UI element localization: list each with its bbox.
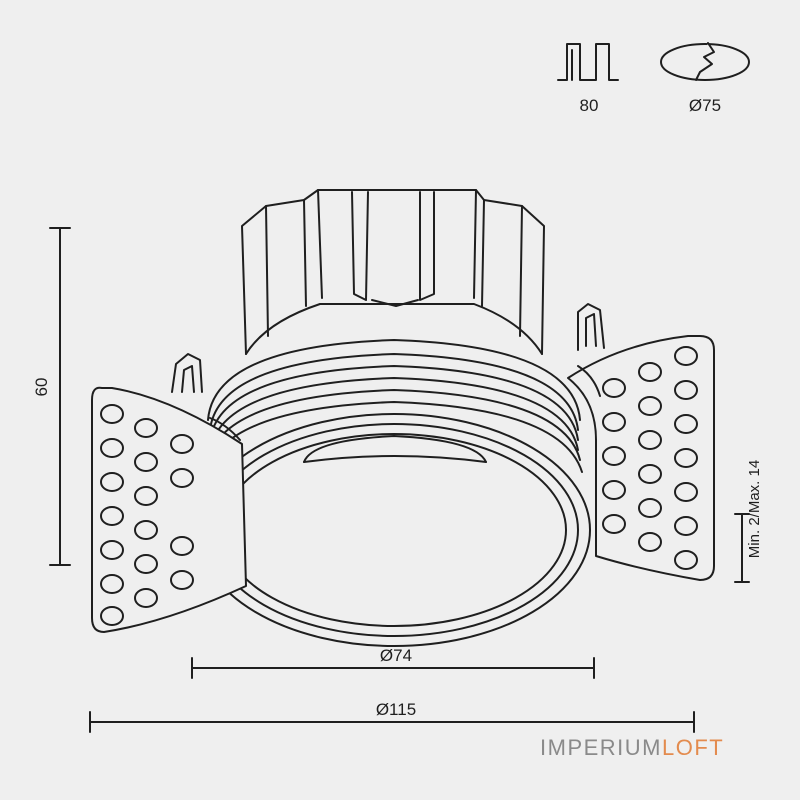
outer-diameter-dimension bbox=[89, 711, 695, 733]
fixing-wing-left bbox=[91, 386, 247, 633]
cutout-depth-icon bbox=[557, 43, 619, 81]
holes-right bbox=[602, 346, 698, 570]
ceiling-thickness-dimension bbox=[734, 513, 750, 583]
threaded-collar bbox=[205, 339, 583, 473]
brand-logo: IMPERIUMLOFT bbox=[540, 734, 724, 762]
inner-diameter-dimension bbox=[191, 657, 595, 679]
ceiling-thickness-label: Min. 2/Max. 14 bbox=[746, 459, 763, 559]
holes-left bbox=[100, 404, 194, 626]
inner-reflector bbox=[303, 435, 487, 463]
height-dimension bbox=[49, 227, 71, 566]
height-label: 60 bbox=[32, 377, 51, 397]
trim-ring bbox=[197, 413, 591, 647]
brand-name-main: IMPERIUM bbox=[540, 735, 662, 760]
brand-name-accent: LOFT bbox=[662, 735, 725, 760]
spring-clip-left bbox=[171, 353, 203, 393]
inner-diameter-label: Ø74 bbox=[379, 646, 413, 665]
cutout-depth-label: 80 bbox=[579, 96, 599, 115]
fixing-wing-right bbox=[567, 335, 715, 581]
outer-diameter-label: Ø115 bbox=[375, 700, 417, 719]
spring-clip-right bbox=[577, 303, 605, 351]
cutout-diameter-label: Ø75 bbox=[688, 96, 722, 115]
cutout-diameter-icon bbox=[660, 42, 750, 81]
heat-sink bbox=[241, 189, 545, 355]
